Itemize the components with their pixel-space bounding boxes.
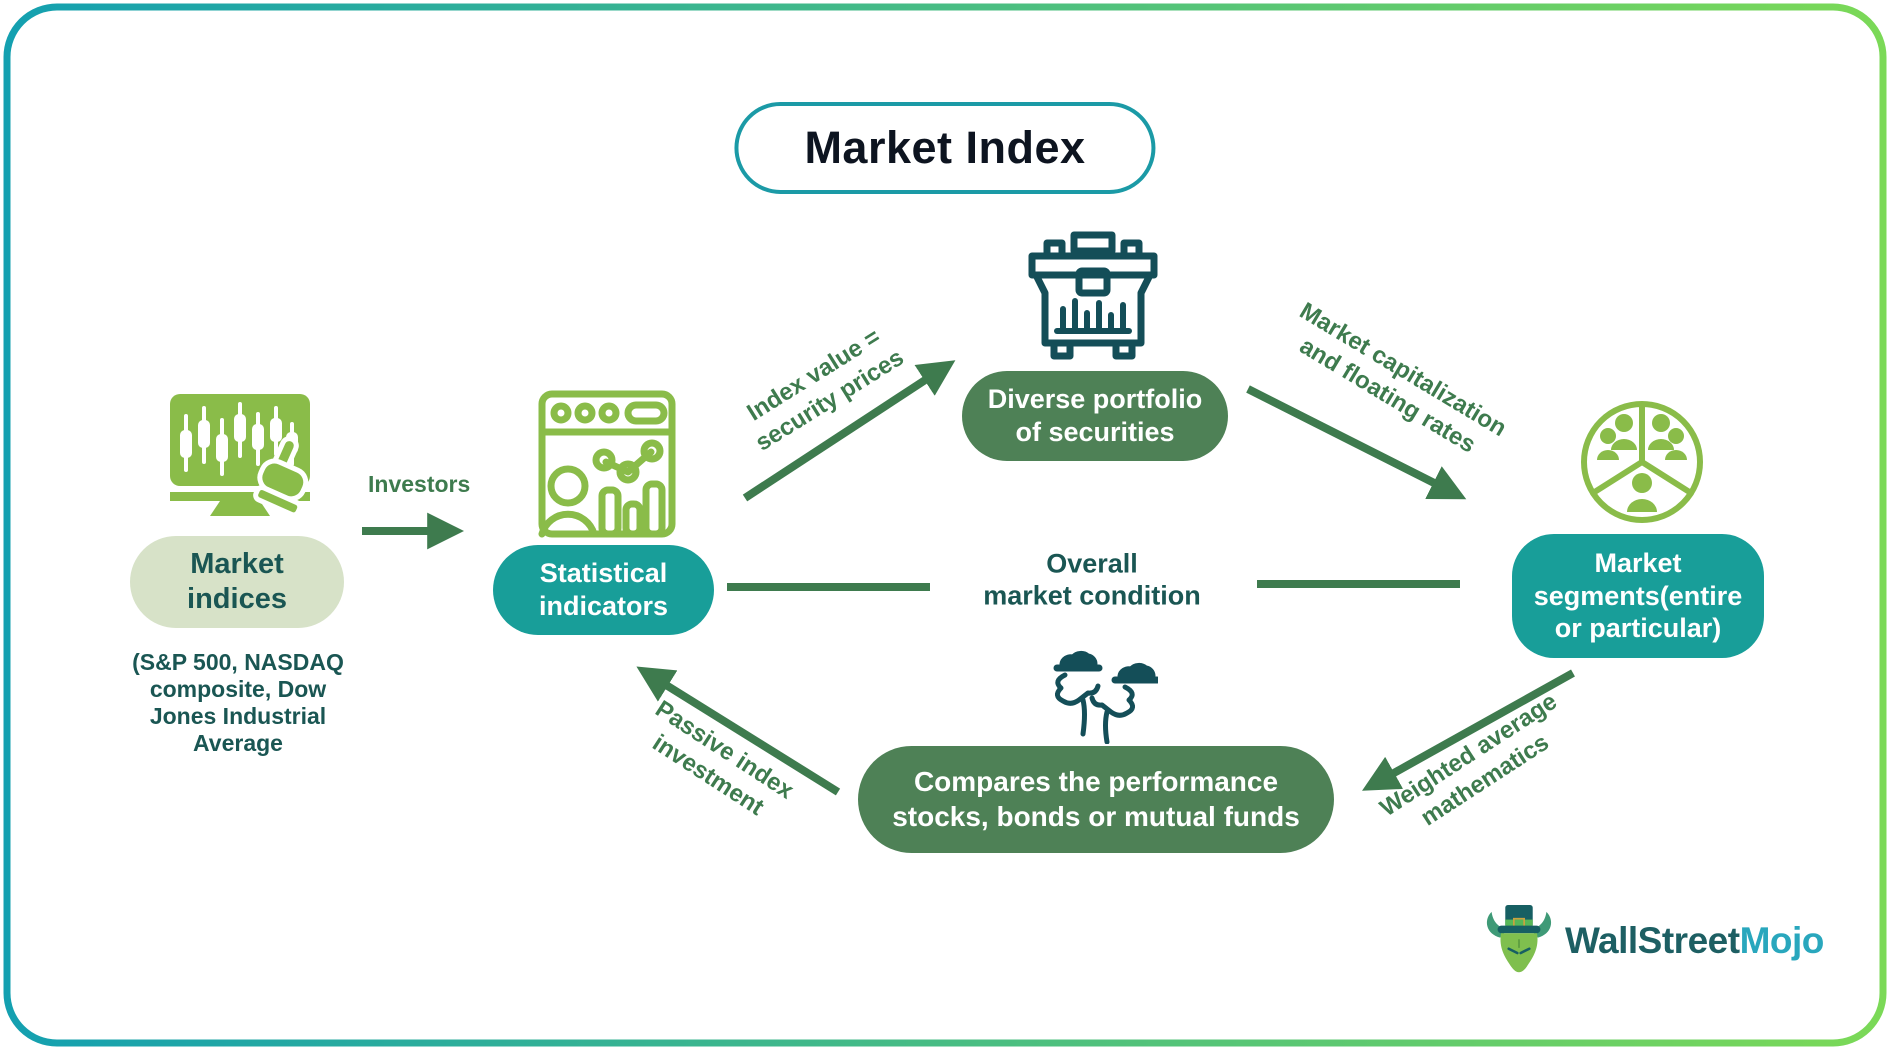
diverse-portfolio-node: Diverse portfolio of securities bbox=[962, 371, 1228, 461]
logo-text-wallstreet: WallStreet bbox=[1565, 920, 1740, 961]
statistical-indicators-node: Statistical indicators bbox=[493, 545, 714, 635]
market-segments-node: Market segments(entire or particular) bbox=[1512, 534, 1764, 658]
market-indices-node: Market indices bbox=[130, 536, 344, 628]
market-indices-subtitle: (S&P 500, NASDAQ composite, Dow Jones In… bbox=[132, 648, 344, 757]
wallstreetmojo-logo: WallStreetMojo bbox=[1483, 901, 1824, 981]
hands-holding-icon bbox=[1053, 650, 1158, 744]
weighted-average-arrow-label: Weighted average mathematics bbox=[1375, 687, 1562, 832]
page-title: Market Index bbox=[734, 102, 1156, 194]
market-cap-arrow-label: Market capitalization and floating rates bbox=[1294, 297, 1512, 459]
monitor-candlestick-hand-icon bbox=[170, 394, 310, 518]
investors-arrow-label: Investors bbox=[368, 471, 471, 497]
compares-performance-node: Compares the performance stocks, bonds o… bbox=[858, 746, 1334, 853]
passive-index-arrow-label: Passive index investment bbox=[647, 695, 799, 821]
browser-stats-icon bbox=[538, 390, 676, 538]
people-pie-icon bbox=[1581, 401, 1703, 523]
index-value-arrow-label: Index value = security prices bbox=[742, 323, 909, 457]
logo-text: WallStreetMojo bbox=[1565, 920, 1824, 962]
briefcase-chart-icon bbox=[1028, 231, 1158, 360]
bull-tophat-icon bbox=[1486, 905, 1552, 973]
logo-text-mojo: Mojo bbox=[1739, 920, 1825, 961]
overall-market-condition-label: Overall market condition bbox=[983, 548, 1201, 611]
